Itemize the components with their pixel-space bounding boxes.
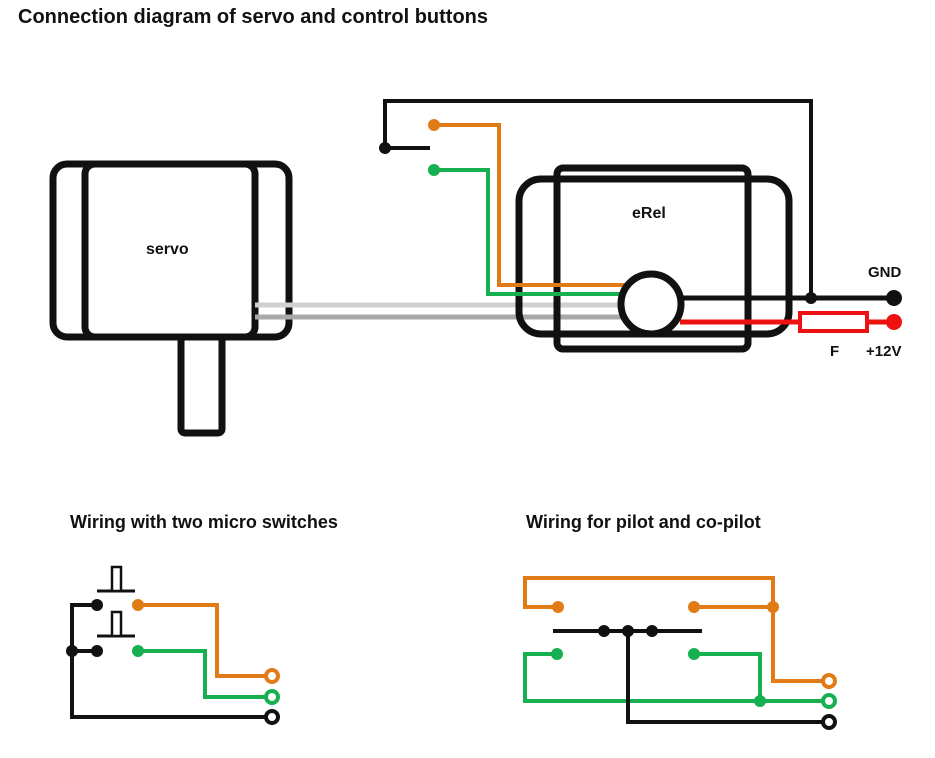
fuse <box>798 311 869 333</box>
top-switch-pivot <box>379 142 391 154</box>
gnd-junction <box>805 292 817 304</box>
power-terminal <box>886 314 902 330</box>
gnd-terminal <box>886 290 902 306</box>
top-orange-wire <box>434 123 650 287</box>
servo-cable <box>255 302 622 320</box>
diagram-title: Connection diagram of servo and control … <box>18 6 489 28</box>
fuse-label: F <box>830 343 840 360</box>
servo-body <box>49 160 293 437</box>
pilot-copilot-title: Wiring for pilot and co-pilot <box>526 512 761 532</box>
servo-label: servo <box>146 241 189 258</box>
top-black-wire <box>383 99 813 298</box>
erel-connector <box>617 270 685 338</box>
plus-12v-label: +12V <box>866 343 902 360</box>
micro-switches-diagram <box>66 565 280 725</box>
micro-switches-title: Wiring with two micro switches <box>70 512 338 532</box>
top-orange-terminal <box>428 119 440 131</box>
top-green-terminal <box>428 164 440 176</box>
gnd-label: GND <box>868 264 902 281</box>
erel-label: eRel <box>632 205 666 222</box>
pilot-copilot-diagram <box>523 576 837 730</box>
top-green-wire <box>434 168 640 296</box>
